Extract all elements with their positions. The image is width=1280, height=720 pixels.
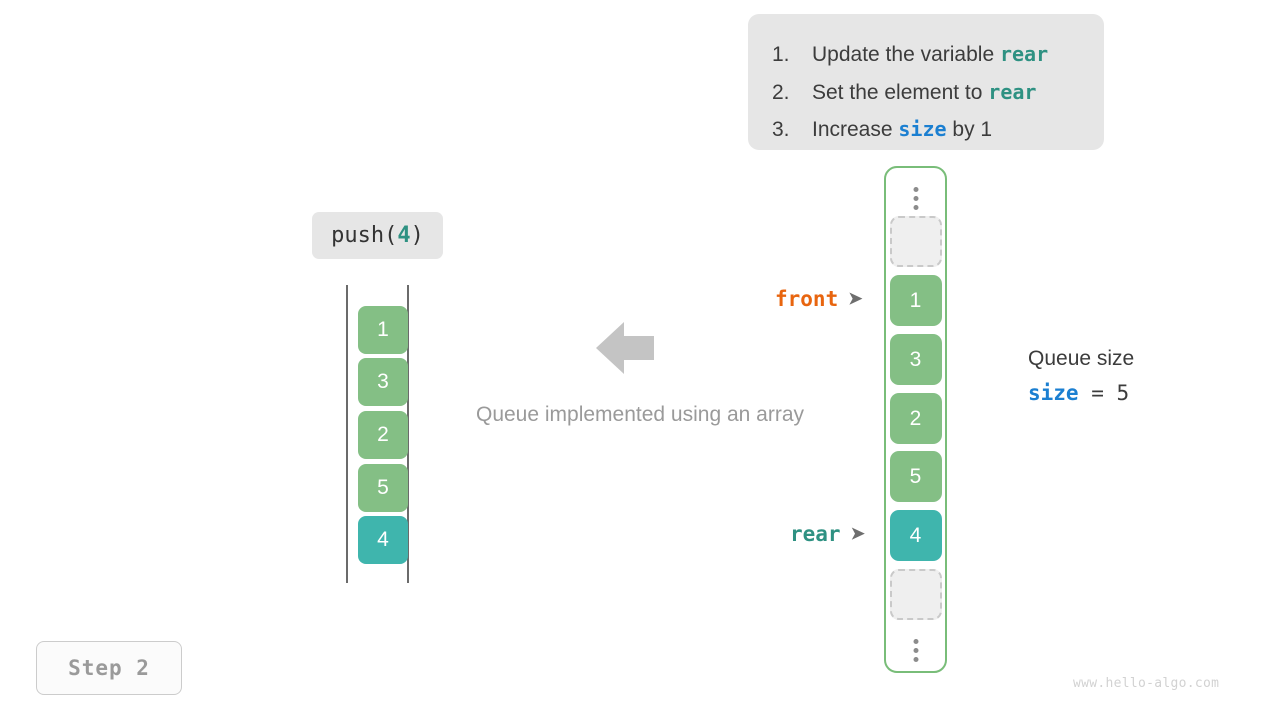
array-slot: 3	[889, 334, 942, 385]
instruction-panel: 1. Update the variable rear 2. Set the e…	[748, 14, 1104, 150]
rear-pointer-text: rear	[790, 522, 841, 546]
right-queue-container: 1 3 2 5 4	[884, 166, 947, 673]
array-bracket-left	[346, 285, 348, 583]
instruction-text: Increase size by 1	[812, 117, 993, 141]
array-slot-empty	[889, 569, 942, 620]
left-queue-array: 1 3 2 5 4	[340, 280, 420, 590]
instruction-number: 3.	[772, 118, 790, 141]
queue-size-expression: size = 5	[1028, 374, 1134, 412]
size-operator: =	[1078, 381, 1117, 405]
size-variable: size	[1028, 381, 1079, 405]
instruction-number: 2.	[772, 80, 790, 104]
instruction-item-3: 3. Increase size by 1	[748, 111, 1104, 149]
operation-label: push(4)	[312, 212, 443, 259]
left-arrow-icon	[596, 322, 654, 379]
instruction-text: Set the element to rear	[812, 79, 1037, 104]
vertical-ellipsis-icon-top	[913, 187, 918, 210]
size-value: 5	[1116, 381, 1130, 405]
operation-name: push(	[331, 223, 398, 248]
queue-size-readout: Queue size size = 5	[1028, 344, 1134, 412]
keyword-rear: rear	[999, 42, 1049, 66]
front-pointer-text: front	[775, 287, 839, 311]
watermark: www.hello-algo.com	[1073, 676, 1220, 691]
array-bracket-right	[407, 285, 409, 583]
operation-paren-close: )	[410, 223, 424, 248]
rear-pointer-arrow-icon: ➤	[850, 524, 865, 543]
operation-argument: 4	[397, 223, 411, 248]
array-slot: 2	[889, 393, 942, 444]
step-badge: Step 2	[36, 641, 182, 695]
array-slot-rear: 4	[889, 510, 942, 561]
left-array-cell: 2	[358, 411, 408, 459]
front-pointer-arrow-icon: ➤	[848, 289, 863, 308]
array-slot-empty	[889, 216, 942, 267]
instruction-item-2: 2. Set the element to rear	[748, 74, 1104, 112]
diagram-caption: Queue implemented using an array	[475, 403, 805, 426]
keyword-size: size	[898, 117, 947, 141]
instruction-text: Update the variable rear	[812, 42, 1049, 66]
vertical-ellipsis-icon-bottom	[913, 639, 918, 662]
instruction-item-1: 1. Update the variable rear	[748, 36, 1104, 74]
rear-pointer-label: rear ➤	[790, 522, 865, 546]
left-array-cell: 1	[358, 306, 408, 354]
left-array-cell: 5	[358, 464, 408, 512]
queue-size-title: Queue size	[1028, 347, 1135, 370]
keyword-rear: rear	[988, 79, 1037, 104]
instruction-number: 1.	[772, 43, 790, 66]
front-pointer-label: front ➤	[775, 287, 862, 311]
left-array-cell: 3	[358, 358, 408, 406]
array-slot-front: 1	[889, 275, 942, 326]
left-array-cell-highlight: 4	[358, 516, 408, 564]
array-slot: 5	[889, 451, 942, 502]
